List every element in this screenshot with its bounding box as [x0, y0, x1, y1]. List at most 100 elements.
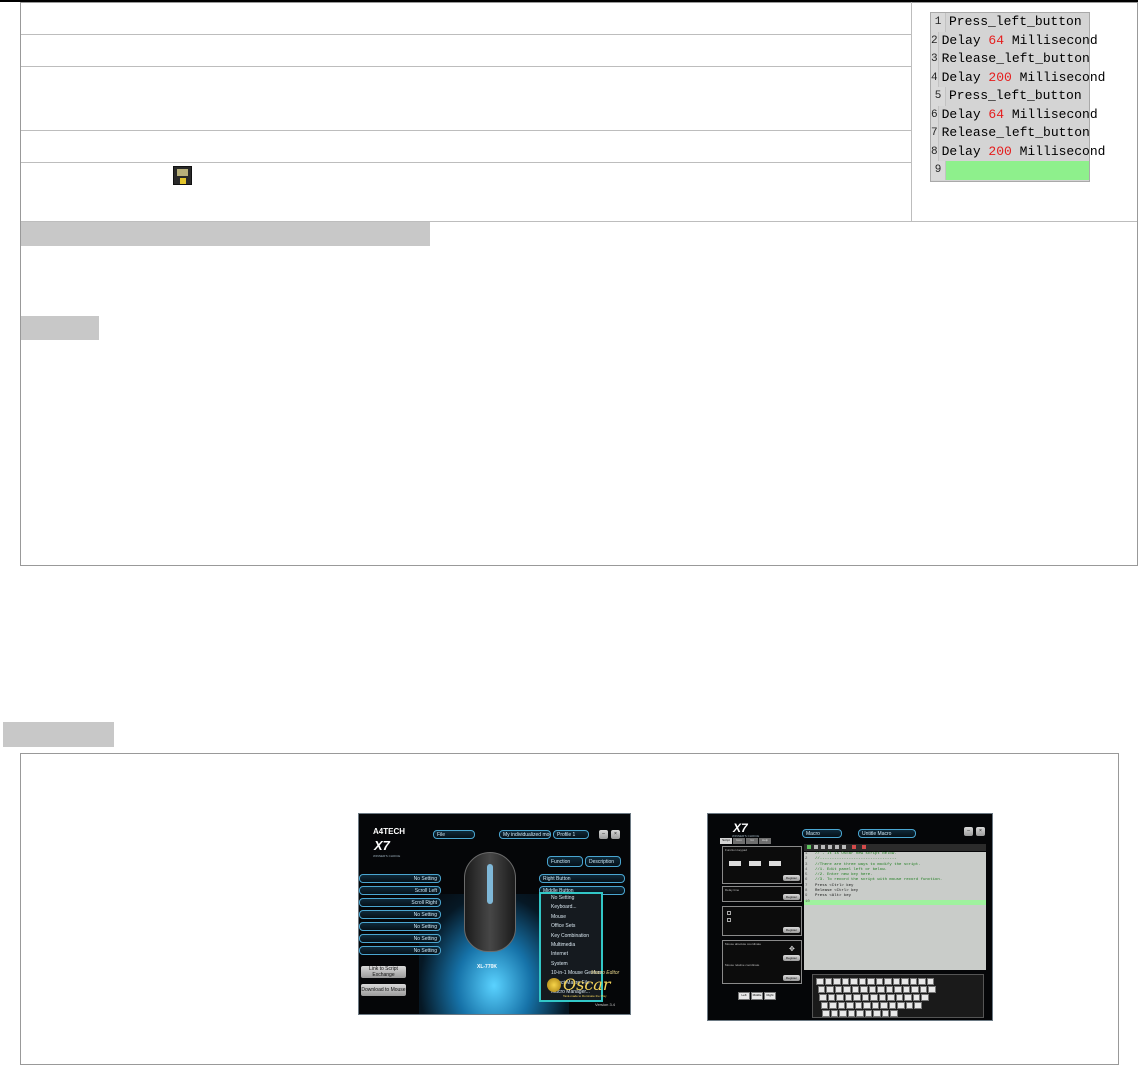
menu-item[interactable]: Select Macro File	[551, 979, 590, 986]
register-button[interactable]: Register	[783, 975, 800, 981]
left-button-slot[interactable]: Scroll Right	[359, 898, 441, 907]
keyboard-key[interactable]	[858, 978, 866, 985]
option-checkbox[interactable]	[727, 918, 731, 922]
menu-item[interactable]: System	[551, 960, 568, 967]
tab-icon[interactable]: Icon	[733, 838, 745, 844]
menu-item[interactable]: Key Combination	[551, 932, 590, 939]
keyboard-key[interactable]	[873, 1010, 881, 1017]
keyboard-key[interactable]	[829, 1002, 837, 1009]
tab-script[interactable]: Script	[720, 838, 732, 844]
keyboard-key[interactable]	[918, 978, 926, 985]
keyboard-key[interactable]	[846, 1002, 854, 1009]
paste-icon[interactable]	[842, 845, 846, 849]
keyboard-key[interactable]	[843, 986, 851, 993]
keyboard-key[interactable]	[839, 1010, 847, 1017]
keyboard-key[interactable]	[894, 986, 902, 993]
script-line-active[interactable]: 9	[931, 161, 1089, 180]
left-button-slot[interactable]: No Setting	[359, 946, 441, 955]
keyboard-key[interactable]	[890, 1010, 898, 1017]
new-icon[interactable]	[807, 845, 811, 849]
keyboard-key[interactable]	[860, 986, 868, 993]
keyboard-key[interactable]	[819, 994, 827, 1001]
keyboard-key[interactable]	[830, 1010, 838, 1017]
left-button-slot[interactable]: No Setting	[359, 922, 441, 931]
tab-help[interactable]: Help	[759, 838, 771, 844]
macro-menu[interactable]: Macro	[802, 829, 842, 838]
keyboard-key[interactable]	[868, 986, 876, 993]
keyboard-key[interactable]	[826, 986, 834, 993]
right-button-slot[interactable]: Right Button	[539, 874, 625, 883]
keyboard-key[interactable]	[833, 978, 841, 985]
cut-icon[interactable]	[828, 845, 832, 849]
keyboard-key[interactable]	[928, 986, 936, 993]
register-button[interactable]: Register	[783, 875, 800, 881]
keyboard-key[interactable]	[853, 994, 861, 1001]
keyboard-key[interactable]	[824, 978, 832, 985]
keyboard-key[interactable]	[820, 1002, 828, 1009]
keyboard-key[interactable]	[911, 986, 919, 993]
keyboard-key[interactable]	[909, 978, 917, 985]
keyboard-key[interactable]	[887, 994, 895, 1001]
keyboard-key[interactable]	[926, 978, 934, 985]
function-button[interactable]: Function	[547, 856, 583, 867]
menu-item[interactable]: 10-in-1 Mouse Gesture	[551, 970, 603, 977]
close-button[interactable]: ×	[611, 830, 620, 839]
keyboard-key[interactable]	[867, 978, 875, 985]
keyboard-key[interactable]	[822, 1010, 830, 1017]
keyboard-key[interactable]	[854, 1002, 862, 1009]
menu-item[interactable]: Office Sets	[551, 923, 576, 930]
keyboard-key[interactable]	[880, 1002, 888, 1009]
keyboard-key[interactable]	[856, 1010, 864, 1017]
keyboard-key[interactable]	[850, 978, 858, 985]
menu-item[interactable]: Mouse	[551, 913, 567, 920]
profile-name-field[interactable]: My individualized mouse	[499, 830, 551, 839]
keyboard-key[interactable]	[902, 986, 910, 993]
keyboard-key[interactable]	[871, 1002, 879, 1009]
keyboard-key[interactable]	[878, 994, 886, 1001]
menu-item[interactable]: Multimedia	[551, 941, 576, 948]
menu-item[interactable]: Macro Manager...	[551, 988, 590, 995]
keyboard-key[interactable]	[870, 994, 878, 1001]
option-checkbox[interactable]	[727, 911, 731, 915]
download-to-mouse-button[interactable]: Download to Mouse	[361, 984, 406, 996]
keyboard-key[interactable]	[901, 978, 909, 985]
keyboard-key[interactable]	[841, 978, 849, 985]
keyboard-key[interactable]	[844, 994, 852, 1001]
script-editor[interactable]: 1// - It is Oscar new script below. 2//-…	[804, 852, 986, 970]
keyboard-key[interactable]	[877, 986, 885, 993]
keyboard-key[interactable]	[892, 978, 900, 985]
register-button[interactable]: Register	[783, 955, 800, 961]
keyboard-key[interactable]	[851, 986, 859, 993]
register-button[interactable]: Register	[783, 894, 800, 900]
stop-icon[interactable]	[862, 845, 866, 849]
record-icon[interactable]	[852, 845, 856, 849]
keyboard-key[interactable]	[919, 986, 927, 993]
keyboard-key[interactable]	[885, 986, 893, 993]
macro-name-field[interactable]: Untitle Macro	[858, 829, 916, 838]
keyboard-key[interactable]	[884, 978, 892, 985]
register-button[interactable]: Register	[783, 927, 800, 933]
menu-item[interactable]: Keyboard...	[551, 904, 577, 911]
mouse-left-key[interactable]: Left	[738, 992, 750, 1000]
left-button-slot[interactable]: No Setting	[359, 874, 441, 883]
floppy-disk-icon[interactable]	[173, 166, 192, 185]
left-button-slot[interactable]: No Setting	[359, 934, 441, 943]
script-line-text[interactable]	[946, 161, 1089, 180]
open-icon[interactable]	[814, 845, 818, 849]
left-button-slot[interactable]: No Setting	[359, 910, 441, 919]
keyboard-key[interactable]	[836, 994, 844, 1001]
key-input[interactable]	[749, 861, 761, 866]
key-input[interactable]	[729, 861, 741, 866]
keyboard-key[interactable]	[905, 1002, 913, 1009]
keyboard-key[interactable]	[864, 1010, 872, 1017]
keyboard-key[interactable]	[914, 1002, 922, 1009]
menu-item[interactable]: No Setting	[551, 895, 575, 901]
keyboard-key[interactable]	[912, 994, 920, 1001]
key-input[interactable]	[769, 861, 781, 866]
save-icon[interactable]	[821, 845, 825, 849]
keyboard-key[interactable]	[834, 986, 842, 993]
script-exchange-button[interactable]: Link to Script Exchange	[361, 966, 406, 978]
minimize-button[interactable]: –	[599, 830, 608, 839]
keyboard-key[interactable]	[888, 1002, 896, 1009]
keyboard-key[interactable]	[863, 1002, 871, 1009]
